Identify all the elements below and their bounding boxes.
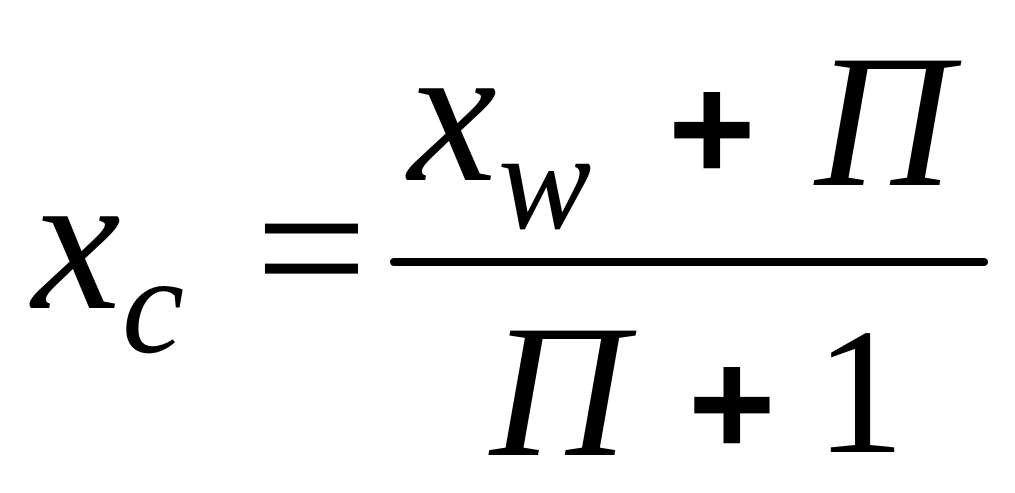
denominator-pi: Π	[488, 287, 637, 493]
lhs-variable: x	[29, 131, 121, 352]
denominator-constant: 1	[815, 292, 905, 491]
numerator-pi: Π	[813, 17, 962, 227]
equals-sign: =	[255, 138, 368, 359]
fraction-bar	[390, 258, 988, 266]
denominator-plus: +	[688, 319, 776, 487]
numerator-plus: +	[668, 44, 756, 212]
numerator-variable: x	[405, 3, 497, 224]
lhs-subscript: c	[122, 228, 184, 383]
numerator-subscript: w	[498, 104, 591, 259]
